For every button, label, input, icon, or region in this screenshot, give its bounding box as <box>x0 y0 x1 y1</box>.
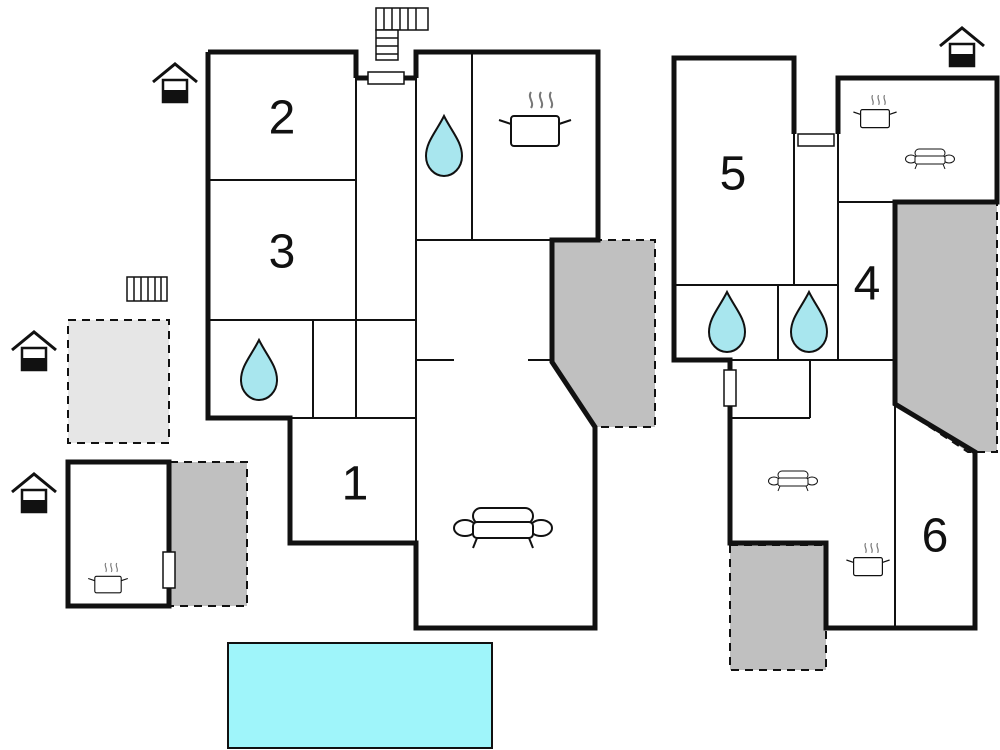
entrance-house-icon <box>10 472 58 514</box>
staircase-icon <box>375 7 429 61</box>
living-sofa-icon <box>905 148 955 170</box>
entrance-house-icon <box>151 62 199 104</box>
outbuilding <box>65 459 172 609</box>
kitchen-pot-icon <box>498 91 572 147</box>
door <box>367 71 405 85</box>
bathroom-water-drop-icon <box>240 339 278 401</box>
kitchen-pot-icon <box>852 94 898 129</box>
living-sofa-icon <box>453 507 553 549</box>
door <box>162 551 176 589</box>
entrance-house-icon <box>938 26 986 68</box>
swimming-pool <box>227 642 493 749</box>
staircase-icon <box>126 276 168 302</box>
kitchen-pot-icon <box>845 542 891 577</box>
kitchen-pot-icon <box>87 562 129 594</box>
terrace <box>551 239 656 428</box>
terrace <box>169 461 248 607</box>
room-number: 4 <box>854 258 881 311</box>
bathroom-water-drop-icon <box>790 291 828 353</box>
bathroom-water-drop-icon <box>425 115 463 177</box>
room-number: 2 <box>269 92 296 145</box>
entrance-house-icon <box>10 330 58 372</box>
room-number: 3 <box>269 226 296 279</box>
carport <box>67 319 170 444</box>
room-number: 6 <box>922 510 949 563</box>
bathroom-water-drop-icon <box>708 291 746 353</box>
door <box>797 133 835 147</box>
living-sofa-icon <box>768 470 818 492</box>
door <box>723 369 737 407</box>
terrace <box>729 544 827 671</box>
room-number: 5 <box>720 148 747 201</box>
room-number: 1 <box>342 458 369 511</box>
guest-building <box>671 55 1000 631</box>
